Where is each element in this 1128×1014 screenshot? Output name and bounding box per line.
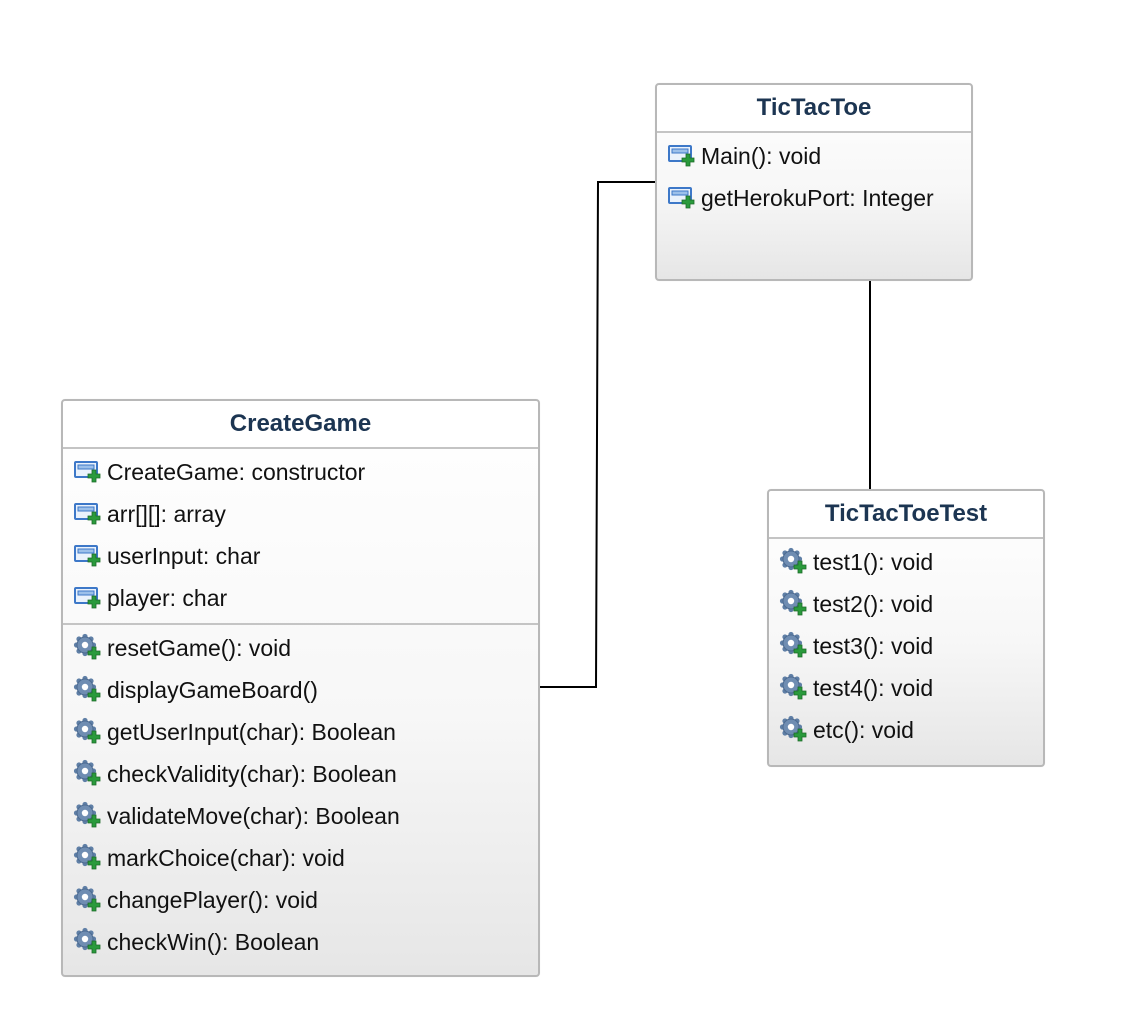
class-box-creategame[interactable]: CreateGame CreateGame: constructor arr[]… (61, 399, 540, 977)
member-text: CreateGame: constructor (107, 459, 366, 485)
class-member[interactable]: test4(): void (769, 667, 1043, 709)
field-icon (73, 499, 103, 529)
member-text: player: char (107, 585, 228, 611)
member-text: test4(): void (813, 675, 934, 701)
class-member[interactable]: test3(): void (769, 625, 1043, 667)
class-member[interactable]: etc(): void (769, 709, 1043, 751)
member-text: test3(): void (813, 633, 934, 659)
class-member[interactable]: checkValidity(char): Boolean (63, 753, 538, 795)
class-member[interactable]: markChoice(char): void (63, 837, 538, 879)
field-icon (73, 541, 103, 571)
class-member[interactable]: player: char (63, 577, 538, 619)
method-gear-icon (73, 885, 103, 915)
member-text: getUserInput(char): Boolean (107, 719, 396, 745)
operations-section: test1(): void test2(): void test3(): voi… (769, 539, 1043, 751)
field-icon (667, 141, 697, 171)
method-gear-icon (73, 717, 103, 747)
method-gear-icon (73, 633, 103, 663)
member-text: resetGame(): void (107, 635, 292, 661)
member-text: checkValidity(char): Boolean (107, 761, 397, 787)
class-name: TicTacToeTest (769, 491, 1043, 539)
class-member[interactable]: displayGameBoard() (63, 669, 538, 711)
member-text: etc(): void (813, 717, 914, 743)
class-member[interactable]: changePlayer(): void (63, 879, 538, 921)
class-member[interactable]: getUserInput(char): Boolean (63, 711, 538, 753)
member-text: changePlayer(): void (107, 887, 318, 913)
attributes-section: CreateGame: constructor arr[][]: array u… (63, 449, 538, 623)
method-gear-icon (779, 631, 809, 661)
method-gear-icon (779, 547, 809, 577)
member-text: test2(): void (813, 591, 934, 617)
class-member[interactable]: resetGame(): void (63, 627, 538, 669)
member-text: userInput: char (107, 543, 261, 569)
method-gear-icon (73, 675, 103, 705)
class-box-tictactoe[interactable]: TicTacToe Main(): void getHerokuPort: In… (655, 83, 973, 281)
class-member[interactable]: validateMove(char): Boolean (63, 795, 538, 837)
member-text: getHerokuPort: Integer (701, 185, 934, 211)
member-text: arr[][]: array (107, 501, 226, 527)
method-gear-icon (73, 927, 103, 957)
class-member[interactable]: CreateGame: constructor (63, 451, 538, 493)
operations-section: resetGame(): void displayGameBoard() get… (63, 623, 538, 963)
member-text: validateMove(char): Boolean (107, 803, 400, 829)
class-member[interactable]: test2(): void (769, 583, 1043, 625)
field-icon (667, 183, 697, 213)
member-text: displayGameBoard() (107, 677, 318, 703)
method-gear-icon (73, 843, 103, 873)
class-member[interactable]: test1(): void (769, 541, 1043, 583)
member-text: Main(): void (701, 143, 822, 169)
method-gear-icon (73, 801, 103, 831)
method-gear-icon (779, 715, 809, 745)
field-icon (73, 583, 103, 613)
association-creategame-tictactoe (540, 181, 656, 688)
class-name: CreateGame (63, 401, 538, 449)
method-gear-icon (779, 589, 809, 619)
class-box-tictactoetest[interactable]: TicTacToeTest test1(): void test2(): voi… (767, 489, 1045, 767)
class-member[interactable]: getHerokuPort: Integer (657, 177, 971, 219)
field-icon (73, 457, 103, 487)
member-text: test1(): void (813, 549, 934, 575)
class-member[interactable]: arr[][]: array (63, 493, 538, 535)
method-gear-icon (73, 759, 103, 789)
attributes-section: Main(): void getHerokuPort: Integer (657, 133, 971, 219)
member-text: checkWin(): Boolean (107, 929, 320, 955)
class-name: TicTacToe (657, 85, 971, 133)
member-text: markChoice(char): void (107, 845, 345, 871)
method-gear-icon (779, 673, 809, 703)
class-member[interactable]: Main(): void (657, 135, 971, 177)
class-member[interactable]: userInput: char (63, 535, 538, 577)
class-member[interactable]: checkWin(): Boolean (63, 921, 538, 963)
